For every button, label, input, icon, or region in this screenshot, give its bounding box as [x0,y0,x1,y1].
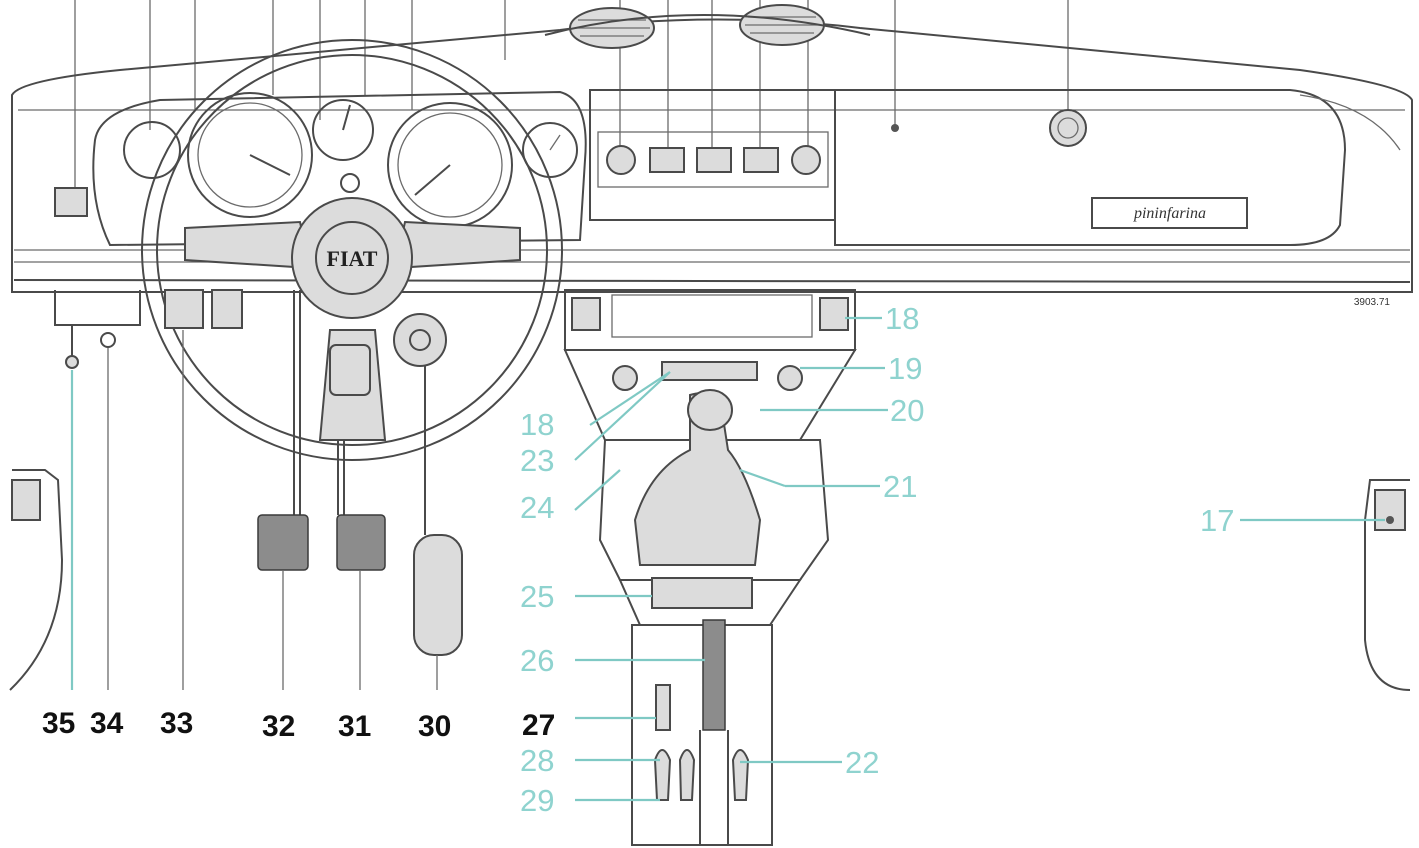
brake-pedal [336,514,386,571]
callout-24: 24 [520,490,554,525]
callout-22: 22 [845,745,879,780]
console-switch-left [571,297,601,331]
hub-logo: FIAT [327,246,378,271]
ring-pull [100,332,116,348]
switch-3 [743,147,779,173]
callout-23: 23 [520,443,554,478]
left-door-panel [9,469,64,691]
handbrake-lever [702,619,726,731]
callout-30: 30 [418,710,451,743]
callout-31: 31 [338,710,371,743]
callout-28: 28 [520,743,554,778]
warning-lamp [340,173,360,193]
console-switch-right [819,297,849,331]
pedals [257,290,463,656]
ignition-switch [393,313,447,367]
switch-1 [649,147,685,173]
nameplate-text: pininfarina [1133,205,1206,222]
teal-callouts: 18 19 20 21 22 18 23 24 25 26 28 29 17 [520,301,1234,818]
callout-17: 17 [1200,503,1234,538]
nameplate-badge: pininfarina [1091,197,1248,229]
callout-33: 33 [160,707,193,740]
lower-left-switch-b [211,289,243,329]
right-small-gauge [522,122,578,178]
steering-wheel: FIAT [141,39,563,461]
callout-34: 34 [90,707,124,740]
radio-slot [661,361,758,381]
center-control-panel [589,89,1087,221]
lower-leader-lines [70,330,438,690]
center-console [563,289,857,846]
callout-26: 26 [520,643,554,678]
figure-code: 3903.71 [1354,297,1391,308]
lower-left-switch-a [164,289,204,329]
callout-25: 25 [520,579,554,614]
console-rocker [655,684,671,731]
callout-21: 21 [883,469,917,504]
callout-19: 19 [888,351,922,386]
switch-2 [696,147,732,173]
callout-27: 27 [522,709,555,742]
light-switch [54,187,88,217]
center-small-gauge [312,99,374,161]
right-door-panel [1364,479,1411,691]
clutch-pedal [257,514,309,571]
black-callouts: 35 34 33 32 31 30 27 [42,707,555,743]
rotary-knob-left [606,145,636,175]
ashtray [651,577,753,609]
callout-32: 32 [262,710,295,743]
callout-29: 29 [520,783,554,818]
left-small-gauge [123,121,181,179]
glovebox-lock-dot [891,124,899,132]
callout-18-left: 18 [520,407,554,442]
teal-leader-lines [574,316,1385,802]
accelerator-pedal [413,534,463,656]
callout-18-right: 18 [885,301,919,336]
glovebox-knob [1049,109,1087,147]
steering-hub [291,197,413,319]
hood-release-knob [65,355,79,369]
gear-knob [687,389,733,431]
tachometer-gauge [187,92,313,218]
callout-20: 20 [890,393,924,428]
rotary-knob-right [791,145,821,175]
callout-35: 35 [42,707,75,740]
